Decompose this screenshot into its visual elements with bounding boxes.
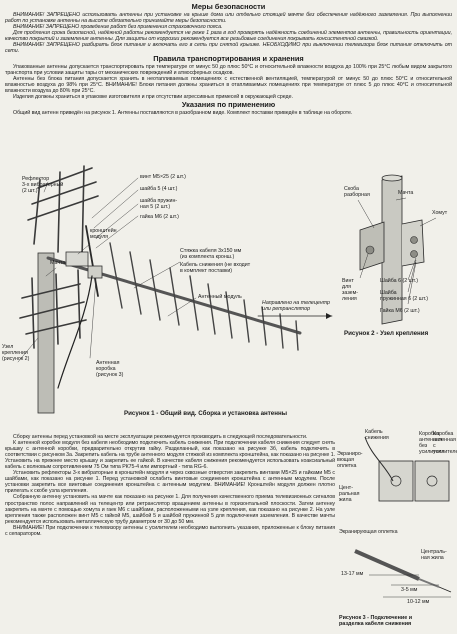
- label-fig2-mast: Мачта: [398, 190, 414, 196]
- label-module: Антенный модуль: [198, 294, 242, 300]
- label-collar: Хомут: [432, 210, 448, 216]
- reflector-grid: [19, 165, 99, 349]
- label-core-2: Централь-ная жила: [421, 549, 447, 561]
- transport-paragraph-3: Изделия должны храниться в упаковке изго…: [13, 94, 293, 100]
- antenna-box: [87, 265, 103, 279]
- assembly-paragraph-4: Собранную антенну установить на мачте ка…: [5, 494, 335, 525]
- label-mast: Мачта: [50, 260, 66, 266]
- drop-cable: [57, 275, 93, 389]
- bracket-block: [65, 251, 89, 267]
- transport-paragraph-2: Антенны без блока питания допускается хр…: [5, 76, 452, 94]
- safety-paragraph-3: Для продления срока безопасной, надёжной…: [5, 30, 452, 42]
- assembly-paragraph-1: Сборку антенны перед установкой на месте…: [13, 434, 308, 440]
- assembly-instructions: Сборку антенны перед установкой на месте…: [5, 434, 335, 537]
- label-shield-2: Экранирующая оплетка: [339, 529, 398, 535]
- assembly-paragraph-3: Установить рефлекторы 3-х вибраторные в …: [5, 470, 335, 495]
- assembly-paragraph-5: ВНИМАНИЕ! При подключении к телевизору а…: [5, 524, 335, 537]
- label-washer: шайба 5 (4 шт.): [140, 186, 178, 192]
- label-dim-10-12: 10-12 мм: [407, 599, 430, 605]
- usage-paragraph-1: Общий вид антенн приведён на рисунок 1. …: [13, 110, 353, 116]
- transport-paragraph-1: Упакованные антенны допускается транспор…: [5, 64, 452, 76]
- mast-pole: [37, 252, 55, 414]
- label-dim-3-5: 3-5 мм: [401, 587, 418, 593]
- cable-connection-drawing: [354, 436, 452, 598]
- antenna-drawing: [17, 165, 333, 414]
- mounting-node-drawing: [357, 174, 437, 325]
- label-box-amp: Коробкаантеннаясусилителем: [433, 431, 457, 455]
- label-spring-washer: шайба пружин-ная 5 (2 шт.): [140, 198, 178, 210]
- active-element: [85, 225, 99, 297]
- label-nut6: Гайка М6 (2 шт.): [380, 308, 420, 314]
- label-dim-13-17: 13-17 мм: [341, 571, 364, 577]
- assembly-paragraph-2: К антенной коробке модуля без кабеля нео…: [5, 440, 335, 471]
- transport-title: Правила транспортирования и хранения: [153, 54, 304, 63]
- label-tie: Стяжка кабеля 3х150 мм(из комплекта крон…: [180, 248, 242, 260]
- safety-title: Меры безопасности: [191, 2, 266, 11]
- usage-title: Указания по применению: [181, 100, 276, 109]
- figure-1-caption: Рисунок 1 - Общий вид. Сборка и установк…: [124, 410, 287, 417]
- safety-paragraph-1: ВНИМАНИЕ! ЗАПРЕЩЕНО использовать антенны…: [5, 12, 452, 24]
- safety-paragraph-4: ВНИМАНИЕ! ЗАПРЕЩЕНО разбирать блок питан…: [5, 42, 452, 54]
- directors: [109, 242, 299, 351]
- label-nut: гайка М6 (2 шт.): [140, 214, 179, 220]
- label-bolt: винт М5×25 (2 шт.): [140, 174, 186, 180]
- label-washer6: Шайба 6 (2 шт.): [380, 278, 419, 284]
- figure-2-caption: Рисунок 2 - Узел крепления: [344, 330, 429, 337]
- safety-paragraph-2: ВНИМАНИЕ! ЗАПРЕЩЕНО проведение работ без…: [13, 24, 223, 30]
